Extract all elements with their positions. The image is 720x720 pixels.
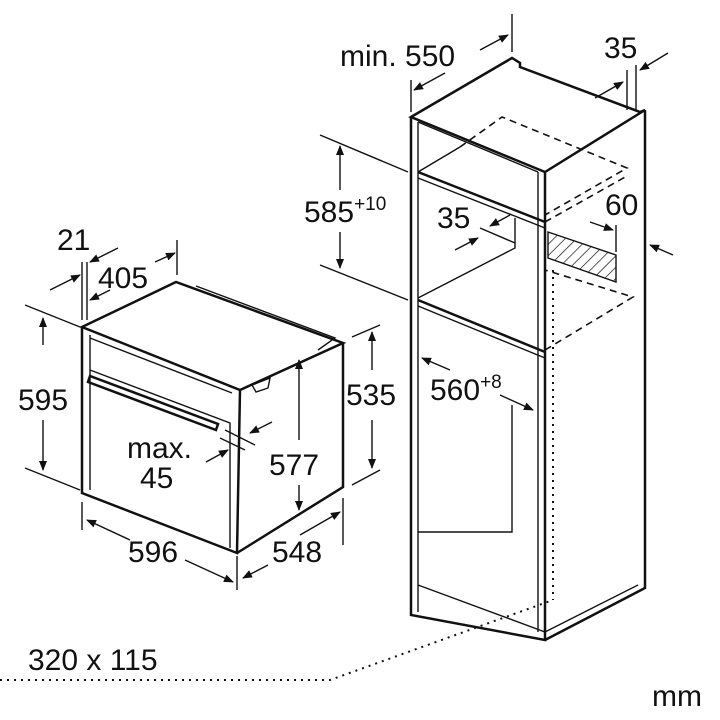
oven-depth-label: 548 bbox=[272, 536, 322, 569]
oven-inner-height-label: 577 bbox=[269, 449, 319, 482]
oven-width-label: 596 bbox=[128, 536, 178, 569]
niche-width-label: 560+8 bbox=[430, 372, 502, 407]
cable-opening-label: 320 x 115 bbox=[28, 644, 158, 677]
front-thickness-label: 21 bbox=[57, 224, 90, 257]
handle-max-value: 45 bbox=[140, 462, 173, 495]
cabinet-drawing bbox=[0, 56, 647, 681]
niche-height-tolerance: +10 bbox=[354, 194, 386, 215]
unit-label: mm bbox=[652, 680, 702, 713]
shelf-gap-label: 35 bbox=[437, 202, 470, 235]
min-depth-label: min. 550 bbox=[340, 40, 455, 73]
niche-width-tolerance: +8 bbox=[480, 372, 502, 393]
cabinet-dimensions bbox=[319, 14, 674, 411]
niche-width-value: 560 bbox=[430, 374, 480, 407]
oven-body-depth-label: 405 bbox=[98, 262, 148, 295]
niche-height-value: 585 bbox=[304, 196, 354, 229]
oven-height-label: 595 bbox=[18, 384, 68, 417]
oven-drawing bbox=[78, 280, 347, 555]
niche-height-label: 585+10 bbox=[304, 194, 386, 229]
vent-depth-label: 60 bbox=[605, 189, 638, 222]
oven-side-height-label: 535 bbox=[346, 379, 396, 412]
oven-dimensions bbox=[24, 240, 381, 590]
handle-max-label: max. bbox=[127, 432, 192, 465]
rear-gap-label: 35 bbox=[604, 32, 637, 65]
